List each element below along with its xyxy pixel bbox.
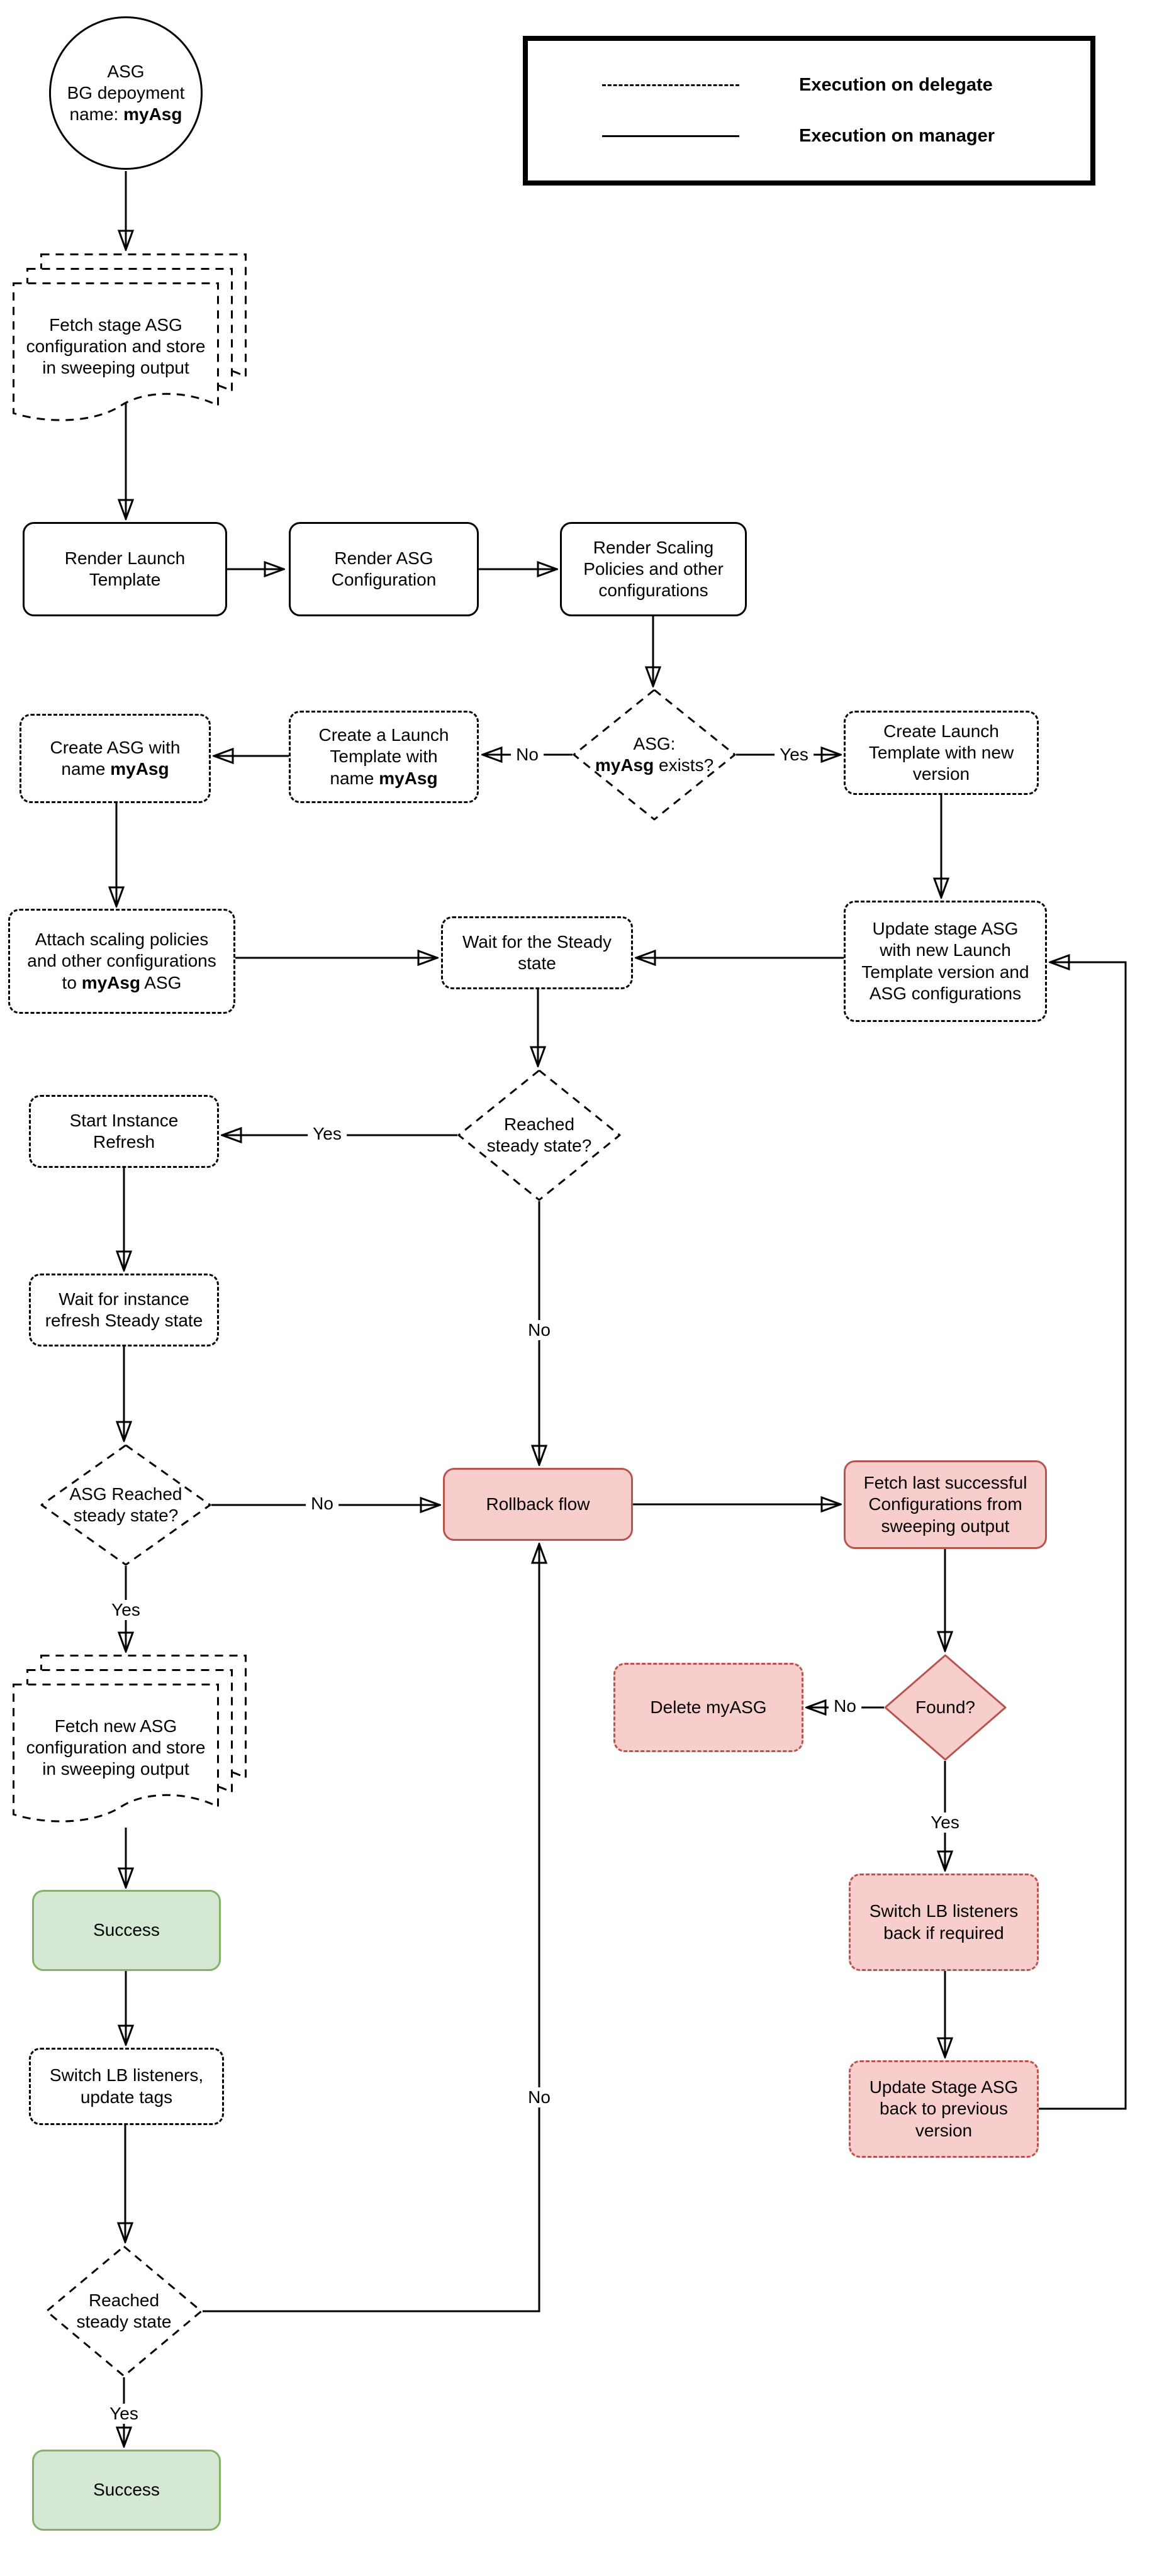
render-scaling-policies-node: Render Scaling Policies and other config…	[560, 522, 747, 616]
label-found-no: No	[829, 1696, 861, 1716]
wait-instance-refresh-node: Wait for instance refresh Steady state	[29, 1274, 219, 1346]
asg-reached-steady-state-decision: ASG Reached steady state?	[40, 1444, 211, 1566]
render-asg-configuration-label: Render ASG Configuration	[331, 548, 437, 589]
diamond-shape	[40, 1444, 211, 1566]
success-node: Success	[32, 1890, 221, 1971]
reached-steady-state-final-decision: Reached steady state	[45, 2245, 203, 2377]
create-launch-template-named-label: Create a Launch Template with name myAsg	[318, 725, 449, 788]
rollback-flow-label: Rollback flow	[486, 1494, 590, 1514]
label-asg-reached-yes: Yes	[106, 1600, 145, 1620]
rollback-flow-node: Rollback flow	[443, 1468, 633, 1541]
success-label: Success	[93, 1920, 160, 1940]
found-decision: Found?	[884, 1654, 1007, 1761]
legend-row-delegate: Execution on delegate	[602, 75, 1090, 96]
asg-exists-label: ASG: myAsg exists?	[595, 733, 714, 775]
start-instance-refresh-label: Start Instance Refresh	[69, 1110, 179, 1152]
multi-document-shape	[13, 1655, 247, 1823]
attach-scaling-policies-node: Attach scaling policies and other config…	[8, 909, 235, 1014]
label-asg-reached-no: No	[306, 1494, 338, 1514]
solid-line-sample	[602, 135, 739, 137]
diamond-shape	[457, 1069, 621, 1201]
render-scaling-policies-label: Render Scaling Policies and other config…	[583, 537, 724, 601]
wait-steady-state-label: Wait for the Steady state	[462, 931, 612, 973]
switch-lb-listeners-back-node: Switch LB listeners back if required	[849, 1874, 1039, 1971]
create-asg-label: Create ASG with name myAsg	[50, 737, 181, 779]
legend: Execution on delegate Execution on manag…	[523, 36, 1095, 186]
create-launch-template-new-version-label: Create Launch Template with new version	[868, 721, 1014, 784]
switch-lb-listeners-node: Switch LB listeners, update tags	[29, 2048, 224, 2125]
update-stage-asg-back-label: Update Stage ASG back to previous versio…	[869, 2077, 1019, 2140]
delete-myasg-label: Delete myASG	[650, 1697, 767, 1717]
delete-myasg-node: Delete myASG	[613, 1663, 803, 1752]
label-reached-steady-no: No	[523, 1320, 556, 1340]
success-final-label: Success	[93, 2480, 160, 2500]
reached-steady-state-decision: Reached steady state?	[457, 1069, 621, 1201]
update-stage-asg-label: Update stage ASG with new Launch Templat…	[861, 919, 1029, 1003]
diamond-shape	[884, 1654, 1007, 1761]
label-asg-exists-no: No	[511, 745, 544, 765]
render-launch-template-node: Render Launch Template	[23, 522, 227, 616]
fetch-stage-config-label: Fetch stage ASG configuration and store …	[26, 314, 206, 378]
wait-steady-state-node: Wait for the Steady state	[441, 916, 633, 989]
fetch-stage-config-node: Fetch stage ASG configuration and store …	[13, 253, 247, 430]
update-stage-asg-back-node: Update Stage ASG back to previous versio…	[849, 2060, 1039, 2158]
update-stage-asg-node: Update stage ASG with new Launch Templat…	[844, 901, 1047, 1022]
label-reached-steady-yes: Yes	[308, 1124, 347, 1144]
create-asg-node: Create ASG with name myAsg	[20, 714, 211, 803]
success-final-node: Success	[32, 2450, 221, 2531]
create-launch-template-named-node: Create a Launch Template with name myAsg	[289, 711, 479, 803]
reached-steady-state-label: Reached steady state?	[486, 1114, 592, 1155]
fetch-last-successful-config-label: Fetch last successful Configurations fro…	[863, 1473, 1027, 1536]
start-node-label: ASG BG depoyment name: myAsg	[67, 61, 185, 125]
render-asg-configuration-node: Render ASG Configuration	[289, 522, 479, 616]
legend-row-manager: Execution on manager	[602, 126, 1090, 147]
asg-exists-decision: ASG: myAsg exists?	[573, 689, 736, 821]
switch-lb-listeners-back-label: Switch LB listeners back if required	[869, 1901, 1019, 1943]
switch-lb-listeners-label: Switch LB listeners, update tags	[49, 2065, 204, 2107]
legend-label-delegate: Execution on delegate	[799, 75, 993, 95]
dashed-line-sample	[602, 84, 739, 86]
start-instance-refresh-node: Start Instance Refresh	[29, 1095, 219, 1168]
label-rollback-return-no: No	[523, 2087, 556, 2107]
label-asg-exists-yes: Yes	[775, 745, 814, 765]
create-launch-template-new-version-node: Create Launch Template with new version	[844, 711, 1039, 795]
diamond-shape	[573, 689, 736, 821]
fetch-last-successful-config-node: Fetch last successful Configurations fro…	[844, 1460, 1047, 1549]
attach-scaling-policies-label: Attach scaling policies and other config…	[27, 930, 216, 992]
start-node: ASG BG depoyment name: myAsg	[49, 16, 203, 170]
wait-instance-refresh-label: Wait for instance refresh Steady state	[45, 1289, 203, 1330]
fetch-new-asg-config-node: Fetch new ASG configuration and store in…	[13, 1655, 247, 1831]
edge-reached-final-no-to-rollback	[203, 1545, 539, 2312]
multi-document-shape	[13, 253, 247, 421]
edge-update-back-to-update-stage	[1039, 962, 1127, 2110]
asg-reached-steady-state-label: ASG Reached steady state?	[69, 1484, 182, 1525]
found-label: Found?	[915, 1697, 975, 1717]
fetch-new-asg-config-label: Fetch new ASG configuration and store in…	[26, 1716, 206, 1779]
legend-label-manager: Execution on manager	[799, 126, 995, 146]
label-found-yes: Yes	[926, 1813, 965, 1833]
label-final-yes: Yes	[104, 2404, 143, 2424]
diamond-shape	[45, 2245, 203, 2377]
reached-steady-state-final-label: Reached steady state	[76, 2290, 172, 2331]
render-launch-template-label: Render Launch Template	[64, 548, 186, 589]
